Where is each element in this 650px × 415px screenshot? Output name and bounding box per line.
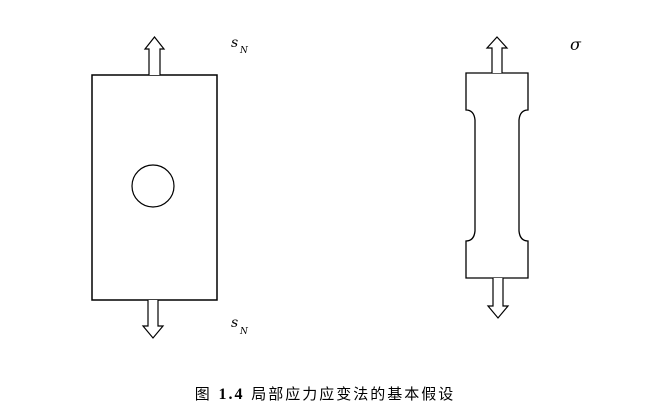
arrow-down-icon xyxy=(486,278,510,319)
caption-text: 局部应力应变法的基本假设 xyxy=(251,385,456,403)
plate-outline xyxy=(91,74,218,301)
caption-number: 1.4 xyxy=(218,386,245,403)
specimen-outline xyxy=(465,72,529,279)
smooth-specimen: σ xyxy=(465,35,582,319)
figure-caption: 图 1.4 局部应力应变法的基本假设 xyxy=(0,383,650,404)
hole xyxy=(131,164,175,208)
stress-label-bottom-sub: N xyxy=(239,327,249,337)
arrow-up-icon xyxy=(143,36,166,75)
arrow-up-icon xyxy=(485,36,509,73)
arrow-down-icon xyxy=(141,300,165,339)
stress-label-sigma: σ xyxy=(570,35,582,54)
notched-plate: s N s N xyxy=(91,35,249,339)
stress-label-top: s xyxy=(231,35,238,51)
stress-label-bottom: s xyxy=(231,315,238,331)
caption-prefix: 图 xyxy=(194,385,212,403)
stress-label-top-sub: N xyxy=(239,46,249,56)
